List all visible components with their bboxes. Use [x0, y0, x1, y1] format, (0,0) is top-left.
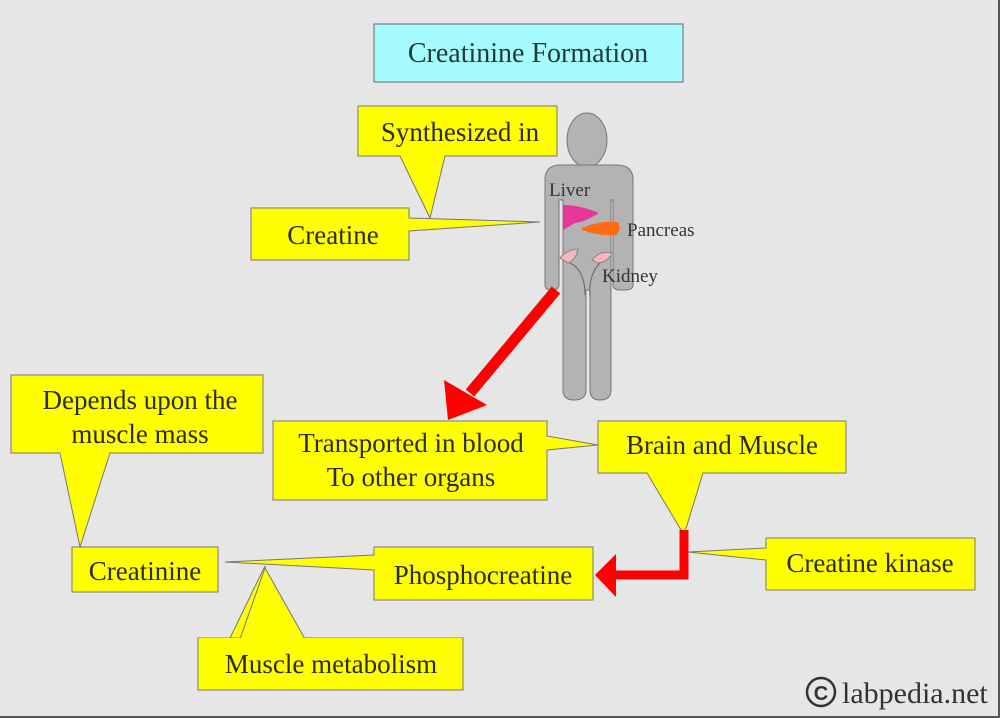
- title-text: Creatinine Formation: [408, 38, 648, 69]
- brain-muscle-text: Brain and Muscle: [626, 430, 818, 460]
- liver-label: Liver: [549, 180, 591, 201]
- callout-transported: Transported in blood To other organs: [272, 420, 599, 501]
- callout-creatine: Creatine: [250, 207, 541, 261]
- transported-line1: Transported in blood: [298, 428, 524, 458]
- depends-line1: Depends upon the: [43, 385, 238, 415]
- svg-text:C: C: [814, 683, 828, 705]
- muscle-metabolism-text: Muscle metabolism: [225, 649, 437, 679]
- creatine-text: Creatine: [287, 220, 378, 250]
- synthesized-in-text: Synthesized in: [381, 117, 540, 147]
- pancreas-organ: [582, 221, 620, 236]
- creatinine-box: Creatinine: [71, 546, 219, 593]
- human-body-figure: Liver Pancreas Kidney: [544, 112, 695, 401]
- liver-organ: [563, 205, 599, 230]
- depends-line2: muscle mass: [71, 419, 208, 449]
- arrow-phosphocreatine: [595, 530, 689, 597]
- title-box: Creatinine Formation: [373, 23, 684, 83]
- copyright-icon: [805, 676, 837, 708]
- phosphocreatine-text: Phosphocreatine: [394, 560, 572, 590]
- callout-creatine-kinase: Creatine kinase: [687, 537, 976, 591]
- transported-line2: To other organs: [327, 462, 496, 492]
- kidney-right: [591, 251, 613, 264]
- watermark-text: labpedia.net: [842, 677, 988, 710]
- creatine-kinase-text: Creatine kinase: [786, 548, 953, 578]
- callout-synthesized-in: Synthesized in: [357, 105, 558, 220]
- callout-brain-muscle: Brain and Muscle: [597, 420, 847, 537]
- callout-depends: Depends upon the muscle mass: [10, 374, 264, 549]
- callout-phosphocreatine: Phosphocreatine: [224, 546, 594, 601]
- arrow-transport: [444, 286, 561, 420]
- kidney-left: [559, 248, 579, 264]
- callout-muscle-metabolism: Muscle metabolism: [197, 565, 464, 691]
- head: [566, 112, 608, 168]
- watermark: C labpedia.net: [805, 676, 988, 710]
- creatinine-text: Creatinine: [89, 556, 201, 586]
- pancreas-label: Pancreas: [627, 220, 695, 241]
- ureters: [569, 262, 601, 299]
- kidney-label: Kidney: [602, 266, 658, 287]
